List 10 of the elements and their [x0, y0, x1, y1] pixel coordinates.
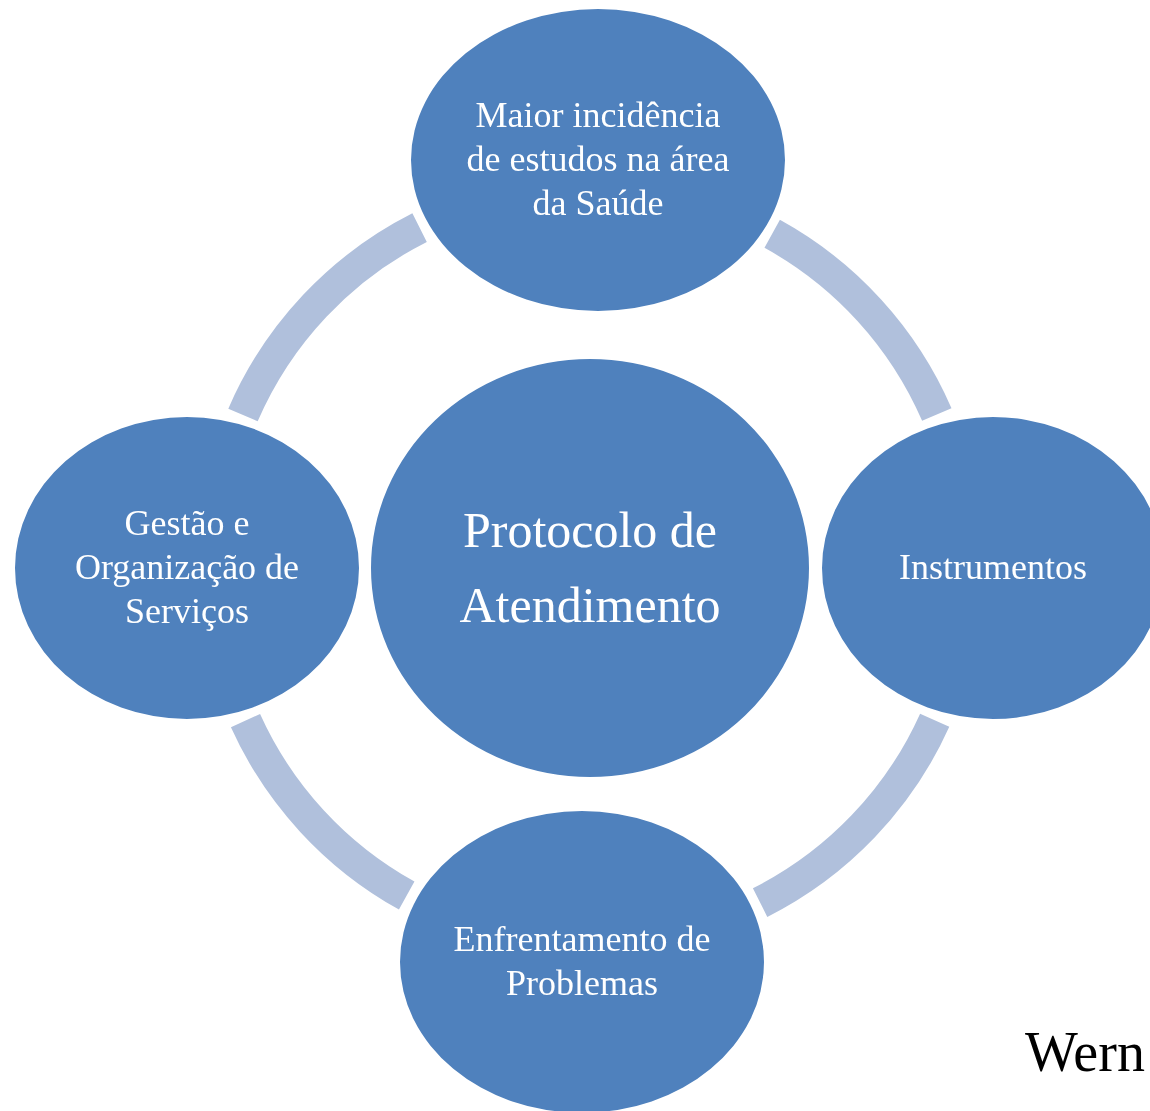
node-text: Protocolo de Atendimento: [458, 501, 722, 635]
connector-band: [228, 213, 428, 423]
connector-band: [231, 713, 416, 910]
node-text: Maior incidência de estudos na área da Saúde: [465, 94, 731, 225]
node-text: Enfrentamento de Problemas: [452, 918, 712, 1005]
node-text: Instrumentos: [898, 546, 1088, 590]
note-text: Wern: [1025, 1020, 1145, 1084]
node-text: Gestão e Organização de Serviços: [73, 502, 301, 633]
connector-band: [752, 712, 949, 917]
connector-band: [763, 220, 952, 422]
